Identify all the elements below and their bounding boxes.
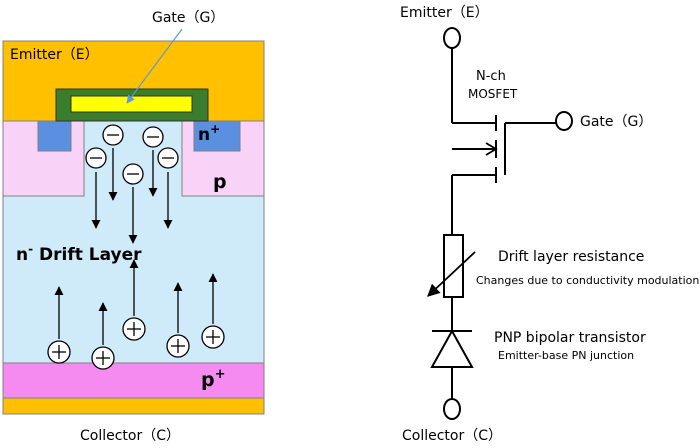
mosfet-symbol bbox=[452, 115, 556, 183]
mosfet-label-line2: MOSFET bbox=[468, 87, 518, 101]
hole bbox=[47, 286, 71, 364]
drift-layer-label: n- Drift Layer bbox=[16, 242, 142, 265]
electron bbox=[85, 147, 107, 229]
cs-gate-label: Gate（G） bbox=[152, 10, 224, 26]
pnp-sublabel: Emitter-base PN junction bbox=[498, 349, 634, 362]
n-plus-right bbox=[193, 120, 241, 152]
pn-junction-diode-symbol bbox=[430, 328, 474, 368]
electron bbox=[157, 147, 179, 229]
hole bbox=[91, 302, 115, 370]
drift-resistor-symbol bbox=[427, 234, 476, 298]
cross-section: Gate（G） Emitter（E） n+ p n- Drift Layer p… bbox=[2, 10, 265, 444]
circuit-collector-label: Collector（C） bbox=[402, 428, 502, 444]
electrons bbox=[85, 124, 179, 244]
electron bbox=[122, 163, 144, 244]
gate-poly bbox=[70, 95, 193, 113]
resistor-label: Drift layer resistance bbox=[498, 249, 644, 265]
n-plus-left bbox=[37, 120, 72, 152]
holes bbox=[47, 259, 225, 370]
cs-collector-label: Collector（C） bbox=[80, 428, 180, 444]
p-plus-layer bbox=[2, 362, 265, 399]
gate-terminal bbox=[555, 111, 573, 131]
collector-metal bbox=[2, 397, 265, 415]
circuit-emitter-label: Emitter（E） bbox=[400, 5, 489, 21]
pnp-label: PNP bipolar transistor bbox=[494, 330, 646, 346]
collector-terminal bbox=[443, 398, 461, 420]
p-plus-label: p+ bbox=[201, 367, 226, 391]
electron bbox=[142, 126, 164, 197]
equivalent-circuit: Emitter（E） N-ch MOSFET Gate（G） Drift lay… bbox=[400, 5, 699, 444]
mosfet-label-line1: N-ch bbox=[476, 69, 506, 84]
gate-pointer-arrow bbox=[126, 28, 183, 104]
hole bbox=[122, 259, 146, 341]
hole bbox=[166, 282, 190, 358]
hole bbox=[201, 273, 225, 349]
resistor-sublabel: Changes due to conductivity modulation bbox=[476, 274, 699, 287]
circuit-gate-label: Gate（G） bbox=[580, 114, 652, 130]
electron bbox=[102, 124, 124, 201]
p-label: p bbox=[213, 171, 227, 193]
n-plus-label: n+ bbox=[198, 122, 220, 145]
cs-emitter-label: Emitter（E） bbox=[10, 47, 99, 63]
emitter-terminal bbox=[443, 27, 461, 49]
